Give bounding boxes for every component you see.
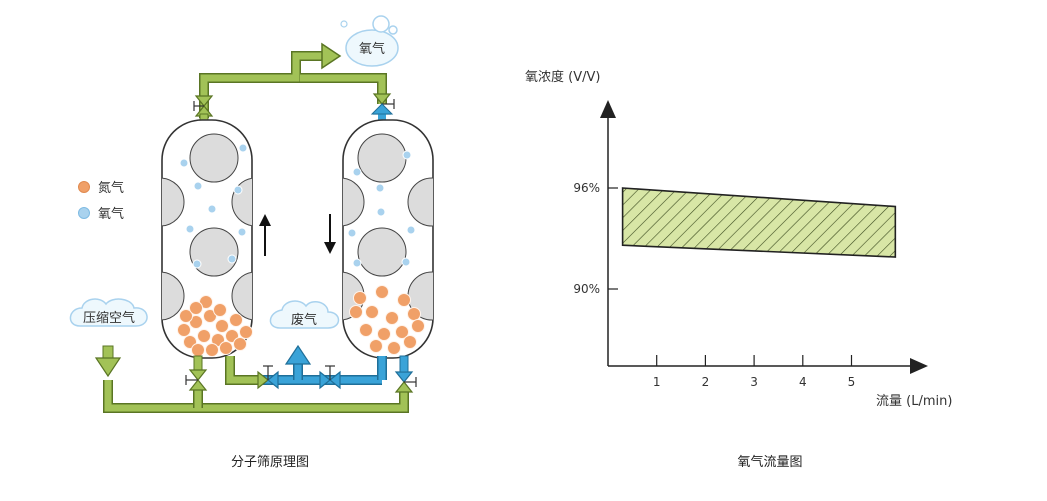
- nitrogen-particle: [407, 307, 421, 321]
- nitrogen-particle: [387, 341, 401, 355]
- oxygen-particle: [375, 183, 385, 193]
- left-adsorption-tower: [161, 119, 253, 359]
- waste-gas-cloud: 废气: [269, 300, 340, 329]
- oxygen-particle: [185, 224, 195, 234]
- diagram-caption: 分子筛原理图: [231, 455, 309, 470]
- x-tick-label: 1: [653, 375, 661, 389]
- nitrogen-particle: [219, 341, 233, 355]
- oxygen-particle: [402, 150, 412, 160]
- x-axis-arrow: [910, 358, 928, 374]
- x-tick-label: 3: [750, 375, 758, 389]
- valve-manifold-right: [319, 365, 341, 390]
- valve-bottom-right: [394, 355, 417, 393]
- oxygen-particle: [401, 257, 411, 267]
- nitrogen-particle: [359, 323, 373, 337]
- oxygen-particle: [352, 167, 362, 177]
- nitrogen-particle: [411, 319, 425, 333]
- air-supply-pipe: [103, 380, 409, 413]
- legend: 氮气 氧气: [78, 180, 124, 222]
- nitrogen-particle: [179, 309, 193, 323]
- oxygen-flow-chart: 氧浓度 (V/V) 流量 (L/min) 90% 96% 1 2 3 4 5 氧气流量图: [525, 69, 952, 470]
- oxygen-particle: [406, 225, 416, 235]
- y-tick-label: 90%: [573, 282, 600, 296]
- oxygen-outlet-label: 氧气: [359, 41, 385, 57]
- oxygen-legend-label: 氧气: [98, 206, 124, 222]
- oxygen-particle: [347, 228, 357, 238]
- valve-manifold-left: [257, 365, 279, 390]
- nitrogen-particle: [375, 285, 389, 299]
- oxygen-cloud: 氧气: [340, 15, 399, 67]
- oxygen-flow-arrow-right-tower: [370, 103, 394, 122]
- oxygen-particle: [227, 254, 237, 264]
- left-exhaust-pipe: [225, 356, 262, 385]
- nitrogen-particle: [213, 303, 227, 317]
- nitrogen-particle: [353, 291, 367, 305]
- nitrogen-particle: [177, 323, 191, 337]
- nitrogen-particle: [229, 313, 243, 327]
- x-tick-label: 5: [848, 375, 856, 389]
- nitrogen-particle: [397, 293, 411, 307]
- oxygen-particle: [233, 185, 243, 195]
- oxygen-particle: [237, 227, 247, 237]
- air-inlet-arrow: [94, 345, 122, 378]
- y-tick-label: 96%: [573, 181, 600, 195]
- oxygen-particle: [207, 204, 217, 214]
- y-axis-arrow: [600, 100, 616, 118]
- nitrogen-particle: [369, 339, 383, 353]
- nitrogen-particle: [197, 329, 211, 343]
- x-tick-label: 2: [702, 375, 710, 389]
- molecular-sieve-diagram: 氧气: [69, 15, 434, 470]
- oxygen-particle: [238, 143, 248, 153]
- left-tower-oxygen-dots: [179, 143, 248, 269]
- oxygen-particle: [192, 259, 202, 269]
- compressed-air-label: 压缩空气: [83, 310, 135, 326]
- nitrogen-particle: [191, 343, 205, 357]
- nitrogen-particle: [395, 325, 409, 339]
- nitrogen-particle: [233, 337, 247, 351]
- nitrogen-particle: [365, 305, 379, 319]
- x-axis-label: 流量 (L/min): [876, 394, 952, 409]
- chart-marks: 90% 96% 1 2 3 4 5: [573, 181, 897, 389]
- waste-gas-label: 废气: [291, 312, 317, 328]
- oxygen-legend-swatch: [78, 207, 90, 219]
- compressed-air-cloud: 压缩空气: [69, 298, 148, 327]
- nitrogen-particle: [205, 343, 219, 357]
- nitrogen-particle: [377, 327, 391, 341]
- nitrogen-particle: [349, 305, 363, 319]
- chart-caption: 氧气流量图: [737, 454, 802, 470]
- oxygen-particle: [376, 207, 386, 217]
- nitrogen-legend-swatch: [78, 181, 90, 193]
- right-tower-nitrogen-dots: [349, 285, 425, 355]
- right-tower-oxygen-dots: [347, 150, 416, 268]
- nitrogen-particle: [189, 301, 203, 315]
- right-adsorption-tower: [342, 119, 434, 359]
- upward-flow-arrow: [259, 214, 271, 256]
- x-tick-label: 4: [799, 375, 807, 389]
- downward-flow-arrow: [324, 214, 336, 254]
- valve-top-left: [193, 95, 214, 117]
- oxygen-particle: [193, 181, 203, 191]
- nitrogen-particle: [403, 335, 417, 349]
- nitrogen-legend-label: 氮气: [98, 180, 124, 196]
- nitrogen-particle: [215, 319, 229, 333]
- oxygen-particle: [179, 158, 189, 168]
- nitrogen-particle: [385, 311, 399, 325]
- valve-bottom-left: [185, 355, 208, 391]
- oxygen-particle: [352, 258, 362, 268]
- y-axis-label: 氧浓度 (V/V): [525, 69, 600, 85]
- left-tower-nitrogen-dots: [177, 295, 253, 357]
- nitrogen-particle: [239, 325, 253, 339]
- concentration-band: [621, 187, 897, 258]
